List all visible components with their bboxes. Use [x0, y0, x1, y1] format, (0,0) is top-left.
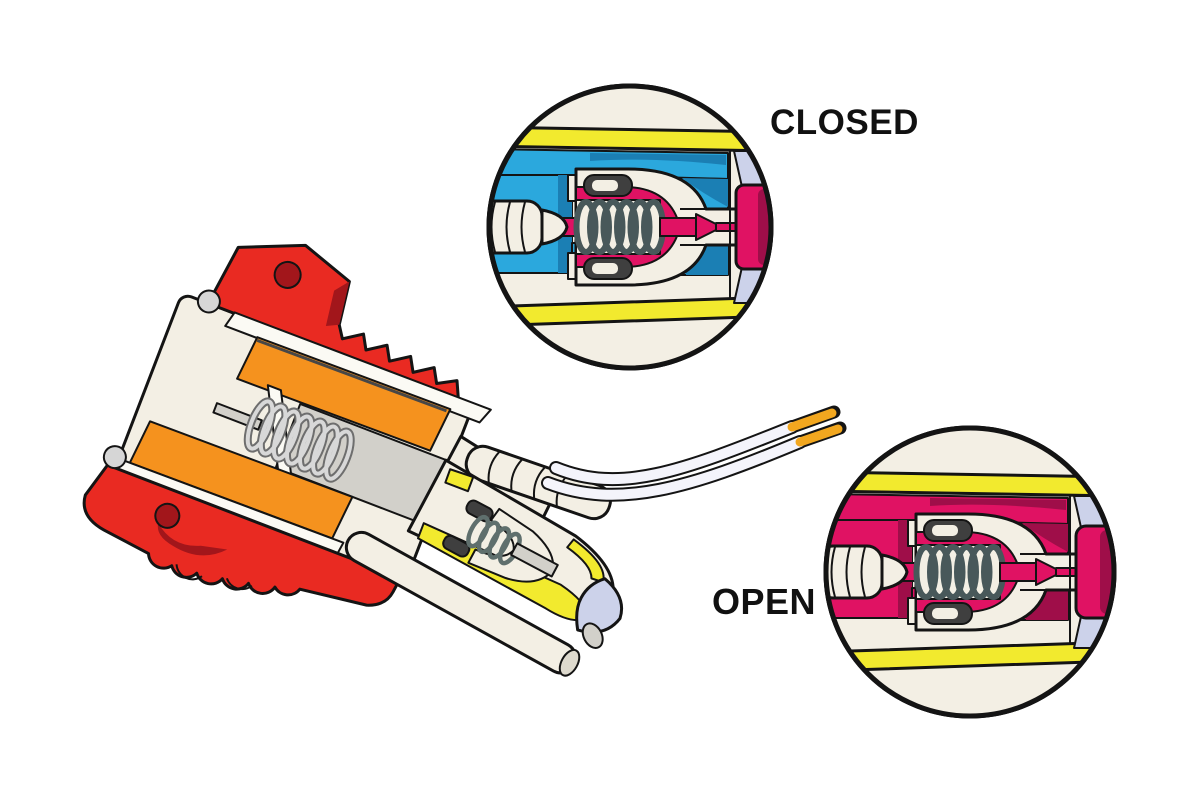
needle-shaft	[999, 562, 1037, 582]
valve-seal-upper	[444, 468, 475, 493]
main-return-spring	[212, 397, 355, 483]
wire-tip-gold-upper	[787, 408, 837, 432]
wire-lower	[543, 437, 805, 500]
inlet-tube	[491, 199, 569, 255]
pivot-pin-bottom	[102, 445, 127, 470]
needle-rod	[715, 222, 737, 232]
spring-coils	[243, 397, 355, 483]
seal-ring-top	[923, 519, 973, 542]
closed-state-label: CLOSED	[770, 103, 919, 142]
wire-tip-gold-lower	[795, 424, 843, 447]
inset-closed	[486, 83, 774, 371]
pintle-dome	[575, 577, 624, 634]
wire-upper	[551, 422, 797, 485]
mounting-hole-bottom	[154, 502, 181, 529]
injector-red-base	[82, 463, 403, 607]
seal-strip-bottom	[491, 295, 769, 328]
inset-closed-mechanism	[491, 88, 769, 366]
inset-open-ring	[823, 425, 1117, 719]
outlet-disc-shade	[758, 189, 769, 265]
seal-ring-top	[583, 174, 633, 197]
fuel-passage-top-shade	[590, 153, 726, 165]
open-state-label: OPEN	[712, 581, 817, 622]
seal-strip-top	[828, 470, 1112, 498]
solenoid-coil-top	[236, 336, 452, 452]
mounting-hole-top	[273, 260, 302, 289]
inset-closed-ring	[486, 83, 774, 371]
pivot-pin-top	[196, 289, 221, 314]
red-base-rib-shade	[157, 523, 228, 556]
inset-open	[823, 425, 1117, 719]
fuel-passage-dome-shade	[682, 178, 728, 207]
valve-spring	[913, 544, 1006, 600]
fuel-injector-cutaway	[82, 243, 624, 649]
pintle-shaft	[510, 542, 559, 578]
guide-pin-cylinder	[344, 530, 581, 677]
valve-seal-top-strip	[566, 538, 605, 584]
valve-nozzle-assembly	[406, 434, 624, 649]
needle-rod	[1055, 567, 1077, 577]
valve-spring	[573, 199, 666, 255]
inlet-tube	[828, 544, 909, 600]
wire-leads	[541, 405, 847, 502]
red-cap-shade	[325, 281, 350, 327]
needle-shaft	[659, 217, 697, 237]
seal-strip-bottom	[828, 640, 1112, 673]
outlet-disc-shade	[1100, 530, 1112, 614]
pintle-spring	[466, 514, 522, 566]
seal-strip-top	[491, 125, 769, 153]
seal-ring-bottom	[923, 602, 973, 625]
inset-open-mechanism	[828, 430, 1112, 714]
top-liner-strip	[224, 311, 492, 424]
valve-seal-block-bottom	[442, 534, 471, 558]
fuel-passage-dome-shade	[1022, 523, 1068, 552]
fuel-passage-top-shade	[930, 498, 1066, 510]
coil-edge-line	[256, 338, 447, 413]
seal-ring-bottom	[583, 257, 633, 280]
pintle-tip	[581, 622, 604, 649]
